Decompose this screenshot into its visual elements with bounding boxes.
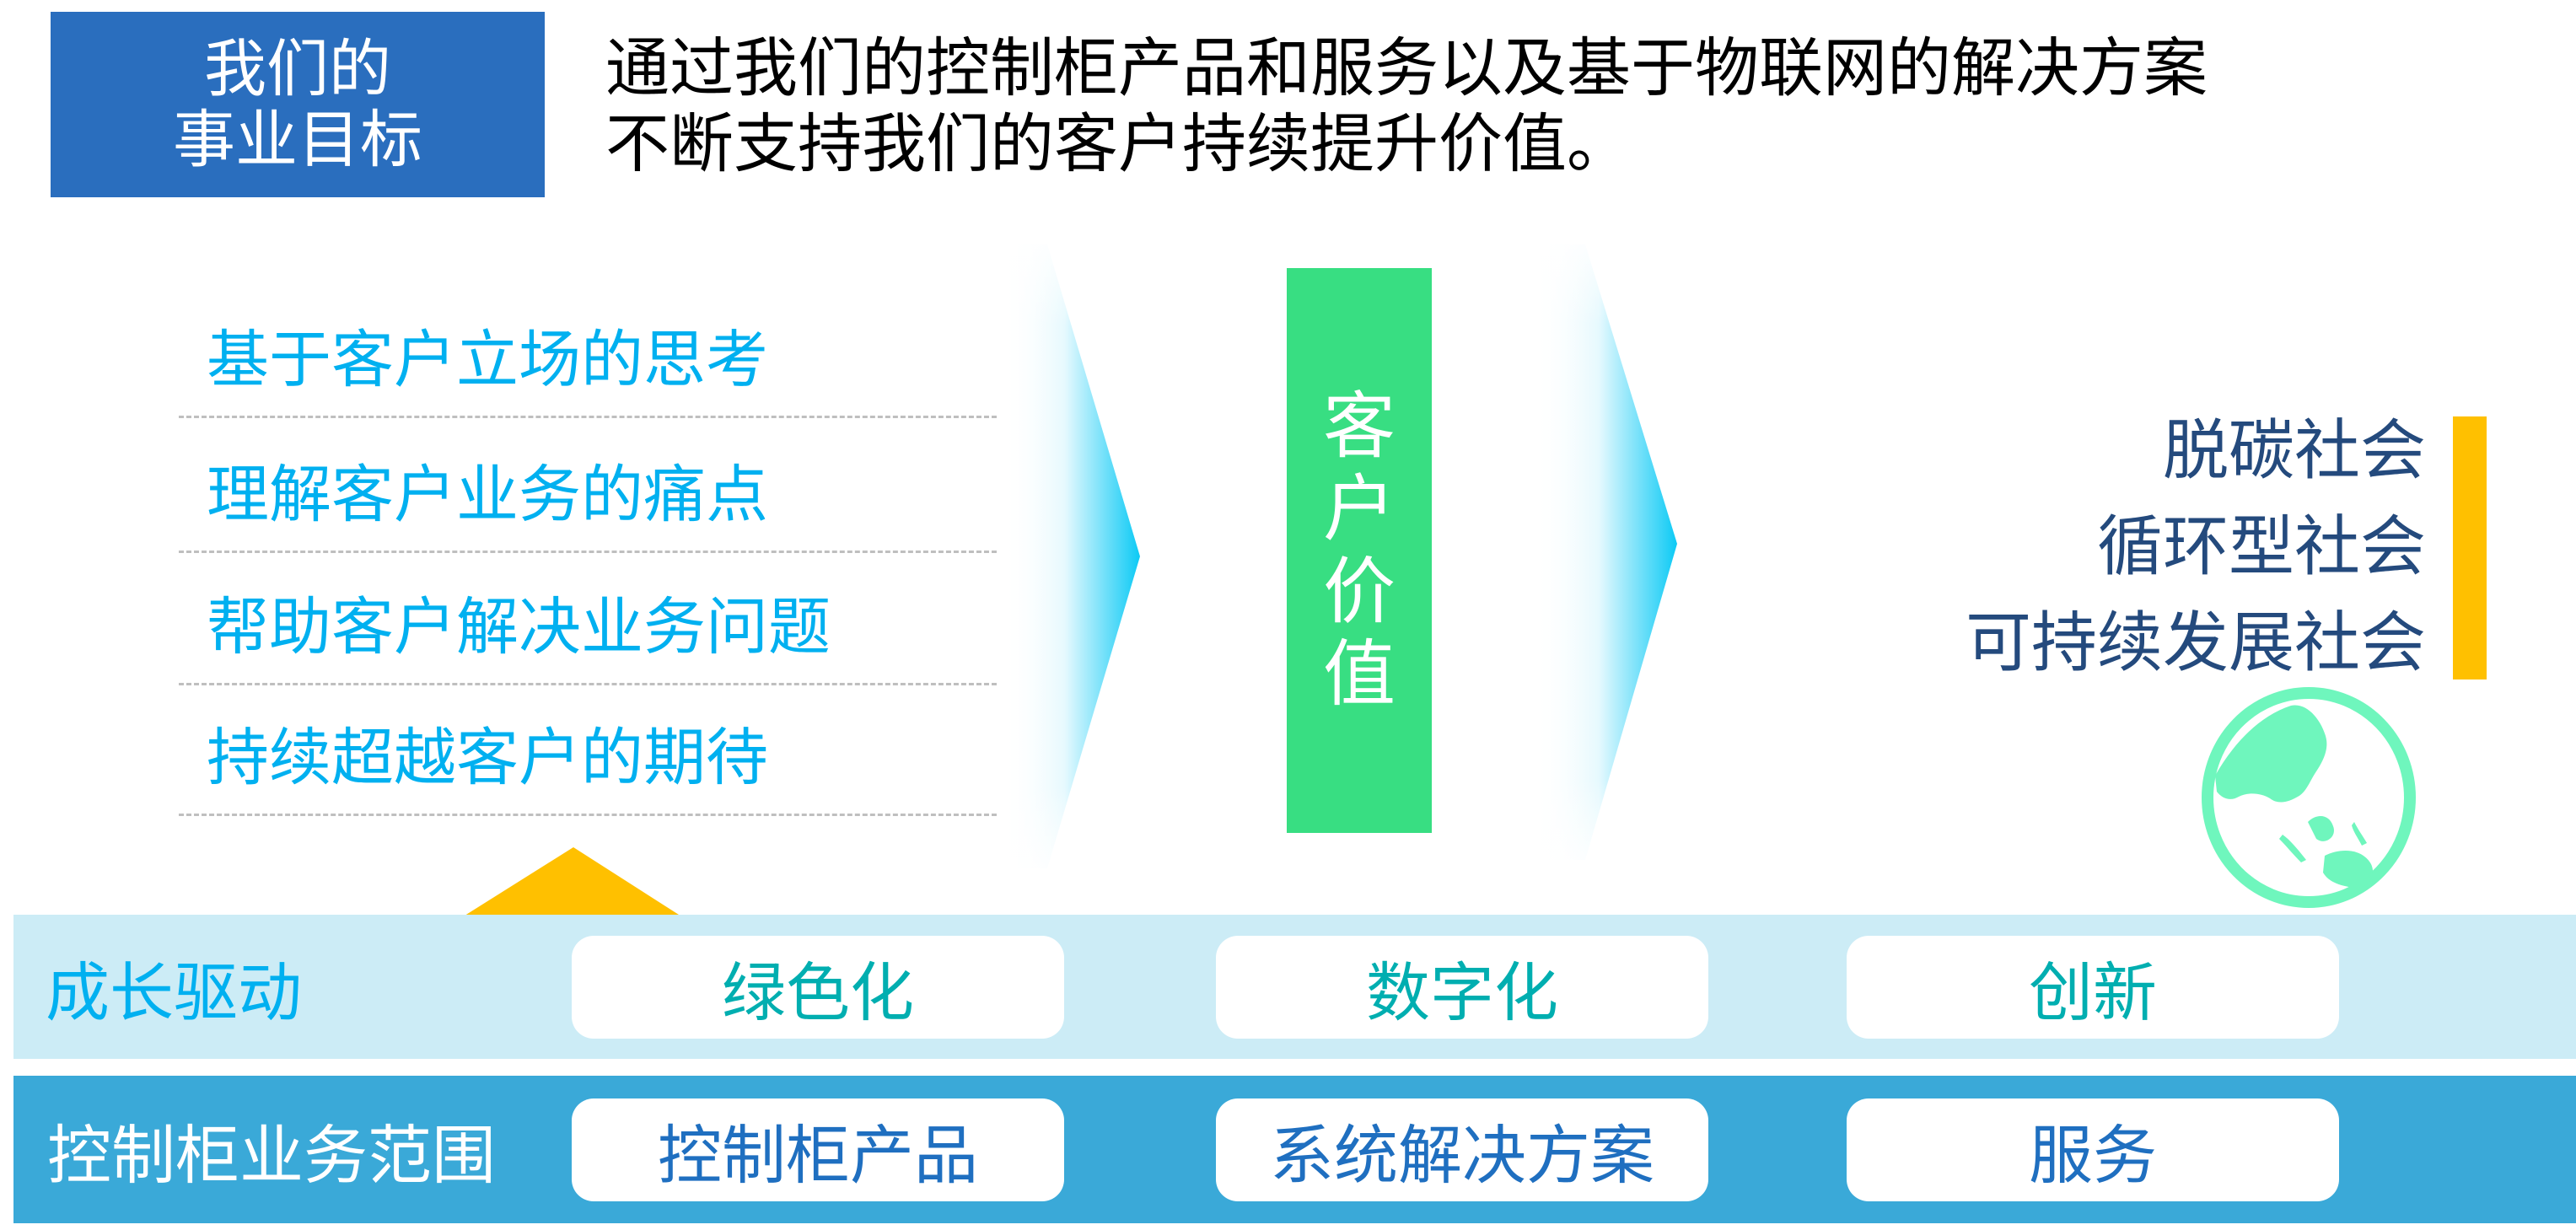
principle-item: 基于客户立场的思考 (179, 283, 997, 418)
customer-value-bar: 客 户 价 值 (1287, 268, 1432, 833)
principle-label: 理解客户业务的痛点 (207, 459, 768, 531)
customer-value-char: 户 (1323, 467, 1396, 551)
mission-statement: 通过我们的控制柜产品和服务以及基于物联网的解决方案 不断支持我们的客户持续提升价… (605, 30, 2208, 182)
scope-cabinet-products: 控制柜产品 (572, 1098, 1064, 1201)
society-goal: 脱碳社会 (2162, 413, 2426, 489)
growth-drivers-label: 成长驱动 (46, 954, 302, 1030)
accent-bar (2453, 416, 2487, 679)
society-goals: 脱碳社会 循环型社会 可持续发展社会 (1966, 403, 2426, 691)
principle-label: 持续超越客户的期待 (207, 722, 768, 794)
globe-icon (2202, 687, 2416, 908)
growth-driver-digitalization: 数字化 (1216, 935, 1708, 1039)
title-line-1: 我们的 (204, 33, 391, 105)
title-line-2: 事业目标 (173, 104, 422, 176)
principle-item: 持续超越客户的期待 (179, 681, 997, 816)
dashed-divider (179, 814, 997, 816)
dashed-divider (179, 551, 997, 553)
dashed-divider (179, 683, 997, 685)
customer-value-char: 价 (1323, 550, 1396, 634)
section-title-box: 我们的 事业目标 (51, 12, 545, 197)
principle-item: 帮助客户解决业务问题 (179, 551, 997, 685)
chevron-arrow-icon (995, 228, 1147, 885)
business-scope-label: 控制柜业务范围 (47, 1117, 496, 1193)
chevron-arrow-icon (1526, 228, 1686, 877)
scope-services: 服务 (1847, 1098, 2339, 1201)
society-goal: 循环型社会 (2096, 509, 2426, 585)
growth-driver-greening: 绿色化 (572, 935, 1064, 1039)
customer-value-char: 客 (1323, 384, 1396, 469)
business-scope-band: 控制柜业务范围 控制柜产品 系统解决方案 服务 (13, 1076, 2576, 1223)
principle-label: 基于客户立场的思考 (207, 324, 768, 396)
growth-driver-innovation: 创新 (1847, 935, 2339, 1039)
mission-line-2: 不断支持我们的客户持续提升价值。 (605, 106, 1631, 181)
customer-value-char: 值 (1323, 632, 1396, 717)
principle-item: 理解客户业务的痛点 (179, 418, 997, 553)
society-goal: 可持续发展社会 (1965, 605, 2426, 681)
growth-drivers-band: 成长驱动 绿色化 数字化 创新 (13, 915, 2576, 1059)
mission-line-1: 通过我们的控制柜产品和服务以及基于物联网的解决方案 (605, 30, 2208, 105)
scope-system-solutions: 系统解决方案 (1216, 1098, 1708, 1201)
principle-label: 帮助客户解决业务问题 (207, 591, 831, 663)
dashed-divider (179, 416, 997, 418)
